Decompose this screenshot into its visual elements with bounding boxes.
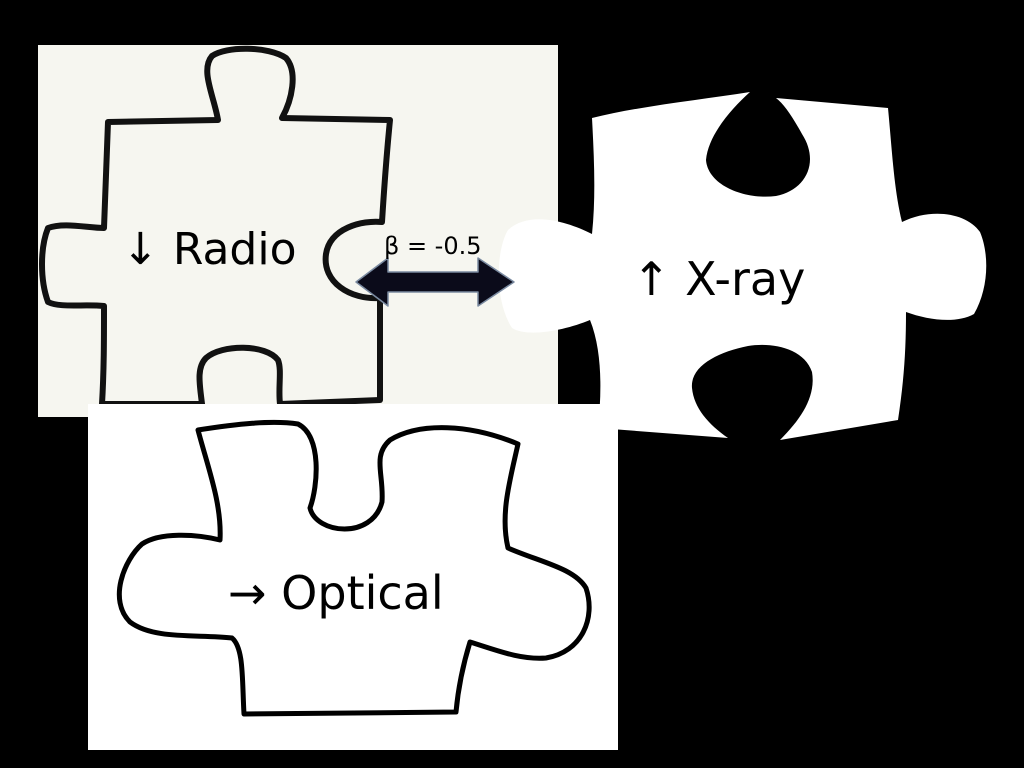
xray-label: ↑ X-ray xyxy=(632,252,806,306)
radio-label: ↓ Radio xyxy=(122,224,297,275)
radio-panel xyxy=(38,45,558,417)
xray-piece xyxy=(498,92,987,440)
radio-piece-outline xyxy=(39,45,393,407)
optical-panel xyxy=(88,404,618,750)
optical-label: → Optical xyxy=(228,566,444,620)
beta-label: β = -0.5 xyxy=(384,232,482,260)
beta-connector-arrow xyxy=(355,257,515,307)
optical-piece-outline xyxy=(116,419,592,717)
